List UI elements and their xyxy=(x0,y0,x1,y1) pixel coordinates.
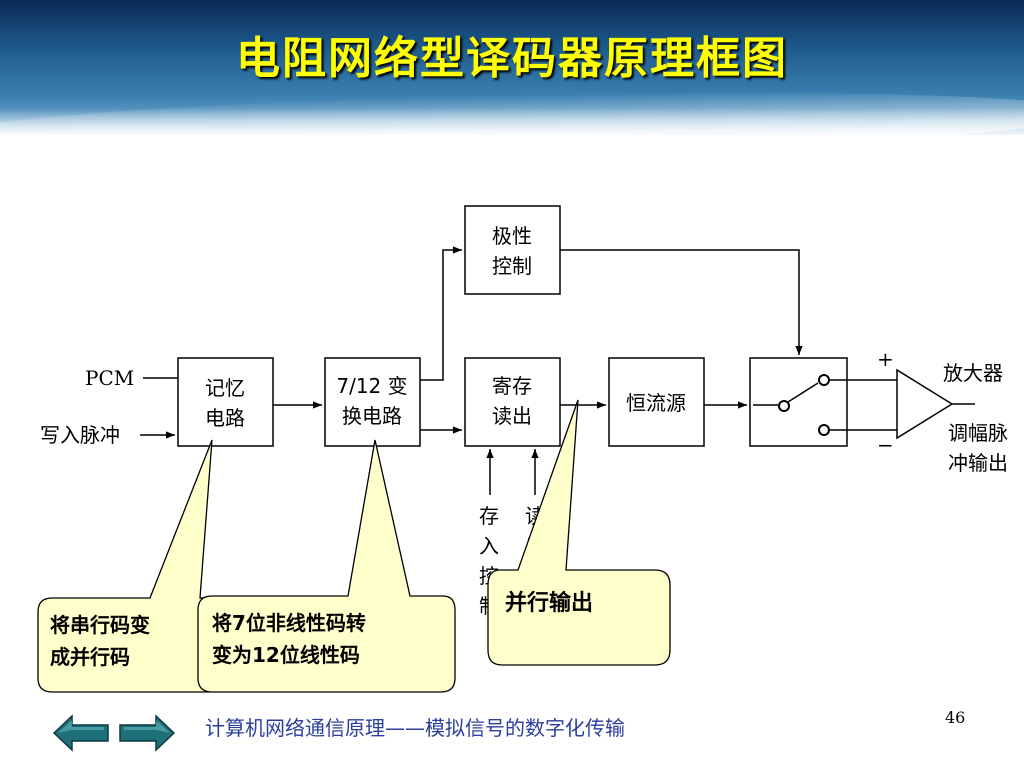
register-block xyxy=(464,357,561,447)
callout-parallel-output xyxy=(487,399,671,666)
convert-label-1: 7/12 变 xyxy=(336,374,407,398)
memory-label-2: 电路 xyxy=(205,406,245,430)
output-label-2: 冲输出 xyxy=(948,451,1008,475)
page-number: 46 xyxy=(945,708,966,727)
amplifier-plus: + xyxy=(877,347,894,371)
polarity-label-2: 控制 xyxy=(492,254,532,278)
amplifier-symbol xyxy=(896,368,954,440)
callout-serial-parallel-text-2: 成并行码 xyxy=(50,645,130,669)
callout-nonlinear xyxy=(197,439,456,693)
right-arrow-icon xyxy=(119,714,176,752)
convert-label-2: 换电路 xyxy=(342,404,402,428)
output-label-1: 调幅脉 xyxy=(948,421,1008,445)
switch-contact-top xyxy=(818,374,830,386)
write-pulse-label: 写入脉冲 xyxy=(40,423,120,447)
store-ctrl-2: 入 xyxy=(479,534,499,558)
switch-contact-bottom xyxy=(818,424,830,436)
callout-nonlinear-text-2: 变为12位线性码 xyxy=(212,643,360,667)
callout-parallel-output-text: 并行输出 xyxy=(505,590,593,616)
current-source-label: 恒流源 xyxy=(626,391,686,415)
amplifier-minus: − xyxy=(877,433,894,457)
convert-to-polarity-arrow xyxy=(420,246,462,381)
memory-block xyxy=(177,357,274,447)
callout-serial-parallel-text-1: 将串行码变 xyxy=(50,613,150,637)
pcm-label: PCM xyxy=(85,366,134,390)
register-label-1: 寄存 xyxy=(492,374,532,398)
slide-title: 电阻网络型译码器原理框图 xyxy=(236,33,788,84)
current-source-block xyxy=(608,357,705,447)
header-fade xyxy=(0,108,1024,135)
polarity-to-switch-arrow xyxy=(560,249,803,355)
switch-block xyxy=(749,357,848,447)
register-label-2: 读出 xyxy=(492,404,532,428)
polarity-block xyxy=(464,205,561,295)
amplifier-label: 放大器 xyxy=(943,361,1003,385)
left-arrow-icon xyxy=(52,714,109,752)
store-ctrl-1: 存 xyxy=(479,504,499,528)
callout-nonlinear-text-1: 将7位非线性码转 xyxy=(212,611,366,635)
polarity-label-1: 极性 xyxy=(492,224,532,248)
prev-slide-button[interactable] xyxy=(52,714,110,752)
next-slide-button[interactable] xyxy=(118,714,176,752)
convert-block xyxy=(324,357,421,447)
header-banner xyxy=(0,0,1024,135)
footer-course-title: 计算机网络通信原理——模拟信号的数字化传输 xyxy=(205,716,625,740)
memory-label-1: 记忆 xyxy=(205,376,245,400)
switch-contact-common xyxy=(778,400,790,412)
